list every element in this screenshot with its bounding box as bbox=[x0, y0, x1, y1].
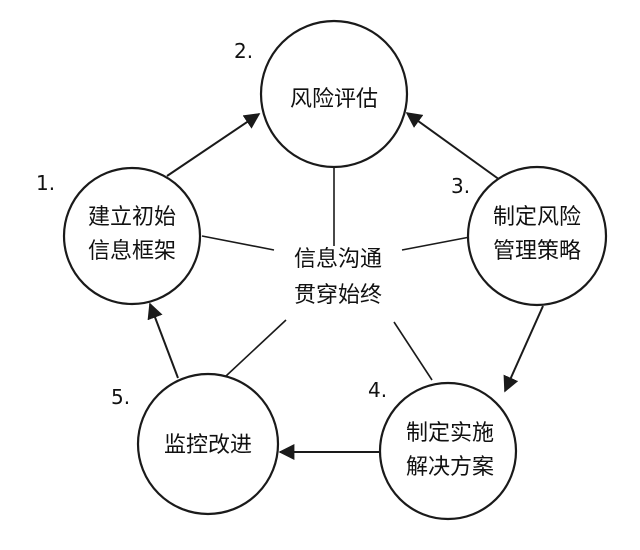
connector-to-node-4 bbox=[393, 321, 433, 381]
node-4-circle bbox=[378, 381, 518, 521]
node-2-number: 2. bbox=[234, 39, 253, 63]
arrow-5-to-1 bbox=[147, 302, 179, 379]
node-3-line-2: 管理策略 bbox=[493, 239, 581, 264]
node-1: 1. 建立初始 信息框架 bbox=[36, 166, 202, 306]
node-2-circle bbox=[259, 19, 409, 169]
node-4-number: 4. bbox=[368, 378, 387, 402]
arrow-1-to-2 bbox=[166, 113, 261, 177]
node-3-number: 3. bbox=[451, 174, 470, 198]
node-1-number: 1. bbox=[36, 171, 55, 195]
connector-to-node-5 bbox=[225, 319, 287, 377]
arrow-3-to-2 bbox=[405, 112, 501, 181]
node-5-circle bbox=[136, 372, 280, 516]
node-4: 4. 制定实施 解决方案 bbox=[368, 378, 518, 521]
node-2-line-1: 风险评估 bbox=[290, 87, 378, 112]
node-1-line-2: 信息框架 bbox=[88, 239, 176, 264]
connector-to-node-3 bbox=[401, 236, 471, 251]
node-1-line-1: 建立初始 bbox=[88, 205, 176, 230]
center-line-2: 贯穿始终 bbox=[294, 283, 382, 308]
node-3-line-1: 制定风险 bbox=[493, 205, 581, 230]
arrow-3-to-4 bbox=[503, 305, 544, 393]
node-4-line-1: 制定实施 bbox=[406, 421, 494, 446]
node-1-circle bbox=[62, 166, 202, 306]
center-line-1: 信息沟通 bbox=[294, 247, 382, 272]
node-5: 5. 监控改进 bbox=[111, 372, 280, 516]
node-3-circle bbox=[466, 165, 608, 307]
node-3: 3. 制定风险 管理策略 bbox=[451, 165, 608, 307]
node-5-line-1: 监控改进 bbox=[164, 433, 252, 458]
node-4-line-2: 解决方案 bbox=[406, 455, 494, 480]
node-5-number: 5. bbox=[111, 385, 130, 409]
node-2: 2. 风险评估 bbox=[234, 19, 409, 169]
center-label: 信息沟通 贯穿始终 bbox=[294, 247, 382, 308]
connector-to-node-1 bbox=[201, 235, 275, 251]
